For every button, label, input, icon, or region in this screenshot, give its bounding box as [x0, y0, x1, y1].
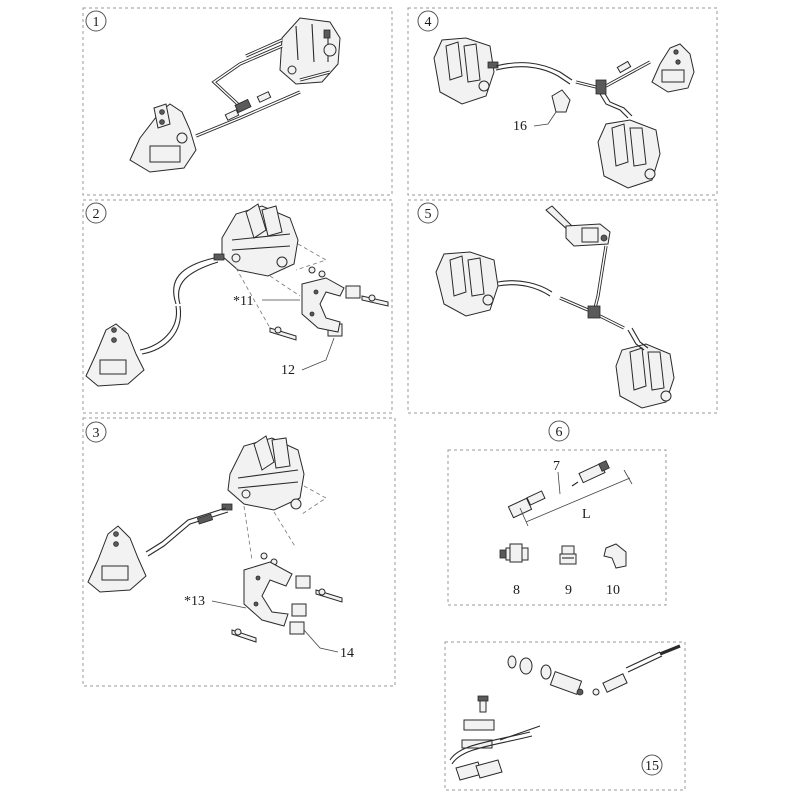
spacers-2	[269, 266, 389, 341]
rear-caliper-1	[129, 103, 197, 173]
callout-14: 14	[340, 646, 354, 661]
brake-pipes-5	[497, 245, 649, 351]
brake-hose-2	[139, 257, 219, 355]
front-caliper-5b	[615, 343, 675, 409]
front-caliper-3	[221, 435, 305, 511]
dimension-line-l	[525, 477, 631, 523]
svg-text:4: 4	[425, 15, 432, 30]
elbow-fitting-10	[603, 543, 627, 569]
leader-7	[557, 471, 561, 495]
panel-number-1: 1	[85, 10, 107, 32]
panel-1-frame	[82, 7, 393, 196]
rear-caliper-4	[651, 43, 695, 93]
panel-3-illustration: *13 14	[87, 435, 354, 661]
callout-7: 7	[553, 459, 560, 474]
svg-text:3: 3	[93, 426, 100, 441]
brake-pipes-4	[495, 60, 651, 119]
callout-10: 10	[606, 583, 620, 598]
panel-number-3: 3	[85, 421, 107, 443]
leader-12	[301, 337, 335, 371]
dimension-label-l: L	[582, 507, 591, 522]
hose-end-assembly-15	[507, 644, 681, 696]
callout-13: *13	[184, 594, 205, 609]
rear-caliper-3	[87, 525, 147, 593]
panel-number-6: 6	[548, 420, 570, 442]
front-caliper-5a	[435, 251, 499, 317]
explode-lines-3	[243, 485, 327, 561]
panel-number-15: 15	[641, 754, 663, 776]
caliper-bracket-11	[301, 277, 345, 333]
bleed-nipple-9	[559, 545, 577, 565]
svg-text:1: 1	[93, 15, 100, 30]
leader-16	[533, 111, 557, 127]
caliper-bracket-13	[243, 561, 293, 627]
panel-number-4: 4	[417, 10, 439, 32]
callout-16: 16	[513, 119, 527, 134]
svg-text:15: 15	[645, 759, 659, 774]
callout-8: 8	[513, 583, 520, 598]
panel-4-illustration: 16	[433, 37, 695, 189]
rear-caliper-2	[85, 323, 145, 387]
callout-9: 9	[565, 583, 572, 598]
hose-fitting-7a	[571, 460, 610, 487]
panel-number-2: 2	[85, 202, 107, 224]
svg-text:5: 5	[425, 207, 432, 222]
panel-number-5: 5	[417, 202, 439, 224]
panel-2-illustration: *11 12	[85, 203, 389, 387]
callout-12: 12	[281, 363, 295, 378]
front-caliper-4a	[433, 37, 499, 105]
clip-16	[551, 89, 571, 113]
panel-15-illustration: 15	[449, 644, 681, 781]
panel-5-frame	[407, 199, 718, 414]
panel-3-frame	[82, 417, 396, 687]
callout-11: *11	[233, 294, 253, 309]
spacers-3	[231, 552, 343, 643]
front-caliper-1	[279, 17, 341, 85]
panel-5-illustration	[435, 205, 675, 409]
master-cylinder-5	[545, 205, 611, 247]
panel-4-frame	[407, 7, 718, 196]
panel-6-frame	[447, 449, 667, 606]
front-caliper-2	[213, 203, 299, 277]
dimension-ticks-l	[519, 469, 633, 527]
hose-guide-15	[449, 725, 541, 781]
leader-14	[303, 629, 339, 653]
panel-15-frame	[444, 641, 686, 791]
svg-text:6: 6	[556, 425, 563, 440]
panel-2-frame	[82, 199, 393, 414]
brake-pipes-1	[195, 38, 331, 138]
svg-text:2: 2	[93, 207, 100, 222]
t-junction-1	[224, 91, 272, 121]
bolt-and-clamp-15	[461, 695, 495, 749]
banjo-fitting-8	[499, 543, 529, 563]
brake-hose-3	[145, 507, 229, 557]
panel-6-illustration: 7 L 8 9 10	[499, 459, 633, 598]
panel-1-illustration	[129, 17, 341, 173]
hose-fitting-7b	[507, 490, 546, 519]
explode-lines-2	[235, 243, 327, 329]
front-caliper-4b	[597, 119, 661, 189]
leader-13	[211, 600, 247, 609]
